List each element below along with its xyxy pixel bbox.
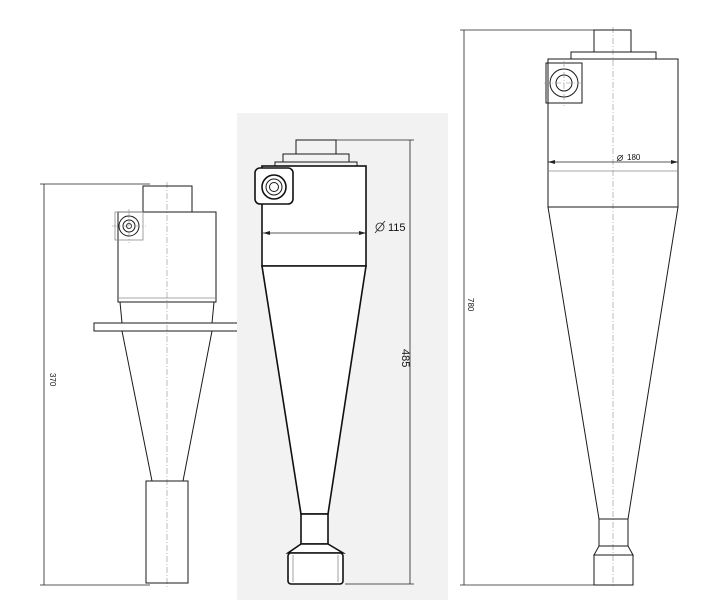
inlet-flange-icon — [112, 209, 146, 243]
medium-hydrocyclone-view: 485 115 — [237, 113, 448, 600]
spigot-transition — [593, 545, 634, 556]
overflow-outlet-pipe — [142, 185, 193, 213]
spigot-pipe — [598, 518, 629, 547]
diameter-symbol-icon — [616, 154, 624, 162]
spigot-pipe — [300, 513, 329, 545]
inlet-flange-icon — [544, 61, 585, 106]
small-hydrocyclone-view: 370 — [40, 182, 242, 588]
underflow-nozzle — [287, 552, 344, 585]
underflow-pipe — [145, 480, 189, 584]
diameter-dimension-label: 115 — [388, 222, 406, 234]
inlet-flange-icon — [254, 167, 294, 205]
height-dimension-label: 780 — [466, 298, 475, 312]
top-cap — [570, 51, 657, 60]
height-dimension-label: 485 — [399, 349, 411, 367]
spigot-transition — [285, 543, 346, 554]
height-dimension-label: 370 — [48, 373, 57, 387]
large-hydrocyclone-view: 780 180 — [460, 27, 679, 588]
underflow-nozzle — [593, 554, 634, 586]
overflow-outlet-pipe — [593, 29, 632, 53]
diameter-symbol-icon — [374, 220, 386, 234]
diameter-dimension-label: 180 — [627, 153, 641, 162]
mounting-flange — [93, 322, 242, 332]
